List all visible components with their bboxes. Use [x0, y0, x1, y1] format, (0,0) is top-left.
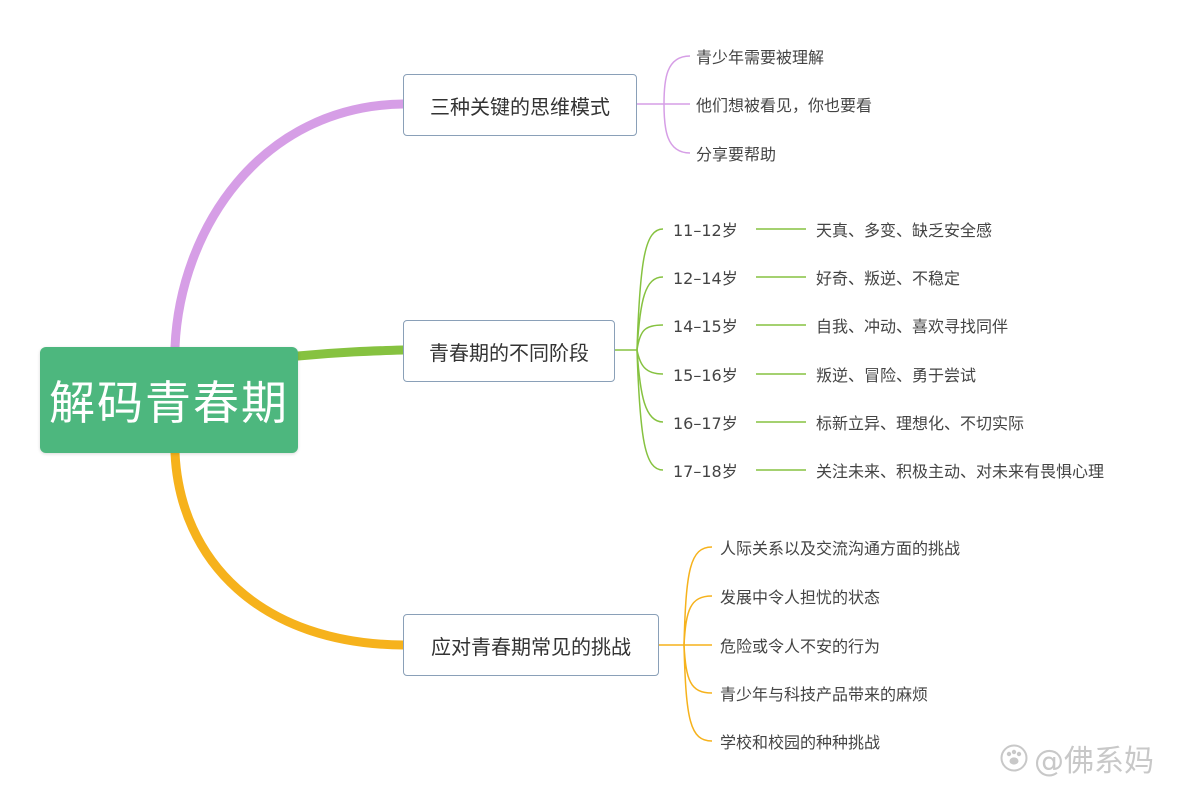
branch-node-challenges[interactable]: 应对青春期常见的挑战 [403, 614, 659, 676]
branch-label: 青春期的不同阶段 [429, 340, 589, 365]
branch-label: 应对青春期常见的挑战 [431, 634, 631, 659]
connector-branch-1 [170, 99, 408, 352]
leaf-node[interactable]: 青少年与科技产品带来的麻烦 [720, 685, 929, 704]
leaf-node[interactable]: 学校和校园的种种挑战 [720, 733, 881, 752]
root-label: 解码青春期 [49, 376, 289, 430]
connectors-branch-1-leaves [637, 55, 691, 154]
leaf-node[interactable]: 人际关系以及交流沟通方面的挑战 [720, 539, 961, 558]
stage-age[interactable]: 12–14岁 [673, 269, 738, 288]
connector-branch-3 [170, 448, 408, 650]
stage-age[interactable]: 17–18岁 [673, 462, 738, 481]
leaf-node[interactable]: 青少年需要被理解 [696, 48, 825, 67]
leaf-node[interactable]: 发展中令人担忧的状态 [720, 588, 881, 607]
stage-desc[interactable]: 天真、多变、缺乏安全感 [816, 221, 993, 240]
leaf-node[interactable]: 分享要帮助 [696, 145, 777, 164]
watermark-text: @佛系妈 [1034, 744, 1154, 779]
stage-age[interactable]: 16–17岁 [673, 414, 738, 433]
leaf-node[interactable]: 危险或令人不安的行为 [720, 637, 881, 656]
paw-icon [1000, 744, 1028, 772]
stage-desc[interactable]: 叛逆、冒险、勇于尝试 [816, 366, 977, 385]
connectors-branch-2-stages [615, 228, 806, 471]
stage-age[interactable]: 15–16岁 [673, 366, 738, 385]
branch-node-thinking-modes[interactable]: 三种关键的思维模式 [403, 74, 637, 136]
stage-age[interactable]: 11–12岁 [673, 221, 738, 240]
leaf-node[interactable]: 他们想被看见，你也要看 [696, 96, 873, 115]
stage-desc[interactable]: 标新立异、理想化、不切实际 [816, 414, 1025, 433]
branch-node-stages[interactable]: 青春期的不同阶段 [403, 320, 615, 382]
stage-desc[interactable]: 关注未来、积极主动、对未来有畏惧心理 [816, 462, 1105, 481]
connector-branch-2 [293, 345, 408, 361]
stage-age[interactable]: 14–15岁 [673, 317, 738, 336]
branch-label: 三种关键的思维模式 [430, 94, 610, 119]
root-node[interactable]: 解码青春期 [40, 347, 298, 453]
stage-desc[interactable]: 好奇、叛逆、不稳定 [816, 269, 961, 288]
connectors-branch-3-leaves [659, 546, 713, 742]
watermark: @佛系妈 [1000, 738, 1154, 779]
stage-desc[interactable]: 自我、冲动、喜欢寻找同伴 [816, 317, 1009, 336]
